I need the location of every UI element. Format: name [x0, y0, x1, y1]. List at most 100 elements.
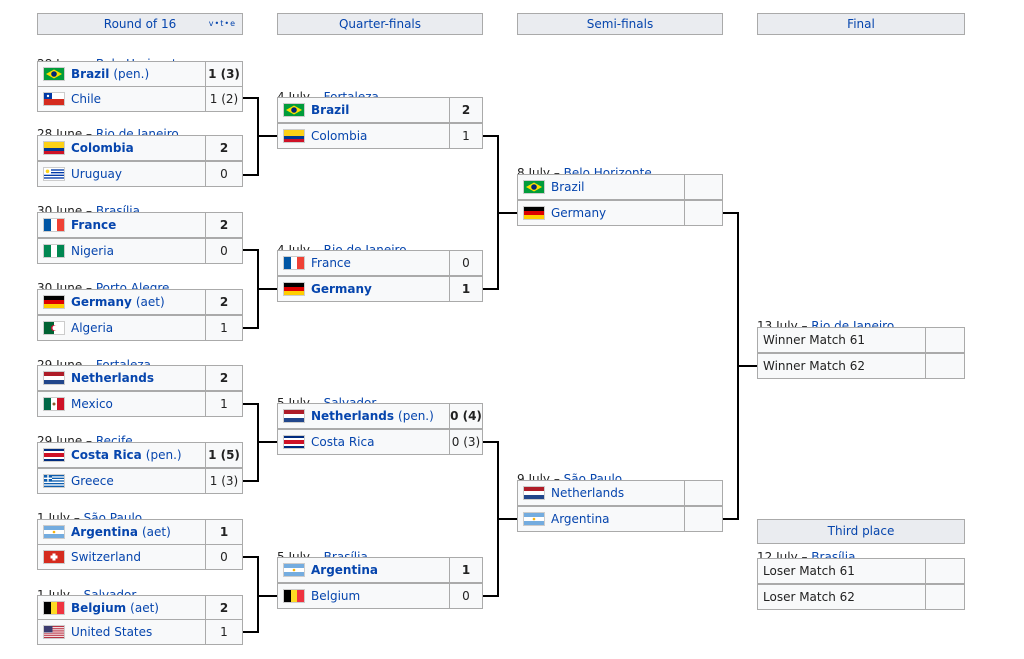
team-row: Costa Rica 0 (3)	[277, 429, 483, 455]
team-score: 1 (5)	[208, 448, 240, 462]
team-name-link[interactable]: Algeria	[71, 321, 114, 335]
team-name-link[interactable]: Colombia	[311, 129, 368, 143]
team-row: Loser Match 61	[757, 558, 965, 584]
team-cell: Nigeria	[38, 239, 206, 263]
team-name-link[interactable]: Brazil	[71, 67, 110, 81]
team-cell: Colombia	[278, 124, 450, 148]
result-note: (aet)	[135, 295, 165, 309]
team-row: Costa Rica(pen.)1 (5)	[37, 442, 243, 468]
third-place-header[interactable]: Third place	[757, 519, 965, 544]
placeholder-team: Winner Match 61	[763, 333, 865, 347]
team-name-link[interactable]: Argentina	[311, 563, 378, 577]
vte-links[interactable]: v•t•e	[208, 19, 236, 28]
result-note: (aet)	[130, 601, 159, 615]
team-score: 1	[461, 563, 471, 577]
team-cell: France	[278, 251, 450, 275]
team-name-link[interactable]: Uruguay	[71, 167, 122, 181]
bracket-connector	[243, 556, 259, 633]
germany-flag-icon	[43, 295, 65, 309]
netherlands-flag-icon	[283, 409, 305, 423]
team-name-link[interactable]: France	[71, 218, 117, 232]
team-name-link[interactable]: Mexico	[71, 397, 113, 411]
round-of-16-header: Round of 16 v•t•e	[37, 13, 243, 35]
team-name-link[interactable]: Germany	[71, 295, 132, 309]
final-header[interactable]: Final	[757, 13, 965, 35]
team-row: Germany	[517, 200, 723, 226]
team-name-link[interactable]: Colombia	[71, 141, 134, 155]
team-score	[685, 507, 722, 531]
team-score: 0	[220, 550, 228, 564]
team-row: Winner Match 61	[757, 327, 965, 353]
team-row: Netherlands(pen.)0 (4)	[277, 403, 483, 429]
team-row: Germany(aet)2	[37, 289, 243, 315]
team-name-link[interactable]: Netherlands	[551, 486, 625, 500]
argentina-flag-icon	[43, 525, 65, 539]
team-name-link[interactable]: Belgium	[71, 601, 127, 615]
team-name-link[interactable]: Switzerland	[71, 550, 141, 564]
colombia-flag-icon	[43, 141, 65, 155]
team-cell: Colombia	[38, 136, 206, 160]
team-name-link[interactable]: Brazil	[311, 103, 350, 117]
team-name-link[interactable]: France	[311, 256, 351, 270]
team-name-link[interactable]: Greece	[71, 474, 114, 488]
france-flag-icon	[43, 218, 65, 232]
bracket-connector	[483, 441, 499, 597]
costarica-flag-icon	[43, 448, 65, 462]
team-score: 2	[219, 601, 229, 615]
team-cell: Greece	[38, 469, 206, 493]
germany-flag-icon	[283, 282, 305, 296]
team-cell: Chile	[38, 87, 206, 111]
team-score: 0 (4)	[450, 409, 482, 423]
team-cell: Uruguay	[38, 162, 206, 186]
team-name-link[interactable]: Brazil	[551, 180, 585, 194]
team-name-link[interactable]: Argentina	[551, 512, 610, 526]
team-row: Winner Match 62	[757, 353, 965, 379]
team-score: 0	[220, 244, 228, 258]
team-row: Belgium(aet) 2	[37, 595, 243, 621]
team-cell: Netherlands	[518, 481, 685, 505]
usa-flag-icon	[43, 625, 65, 639]
team-name-link[interactable]: Germany	[551, 206, 607, 220]
team-name-link[interactable]: Costa Rica	[71, 448, 142, 462]
team-score	[685, 201, 722, 225]
team-cell: Germany	[278, 277, 450, 301]
belgium-flag-icon	[43, 601, 65, 615]
switzerland-flag-icon	[43, 550, 65, 564]
team-name-link[interactable]: Nigeria	[71, 244, 114, 258]
semi-finals-header[interactable]: Semi-finals	[517, 13, 723, 35]
netherlands-flag-icon	[523, 486, 545, 500]
team-name-link[interactable]: Belgium	[311, 589, 361, 603]
team-score: 1	[461, 282, 471, 296]
team-score: 0 (3)	[451, 435, 481, 449]
team-cell: Loser Match 62	[758, 585, 926, 609]
team-name-link[interactable]: Germany	[311, 282, 372, 296]
greece-flag-icon	[43, 474, 65, 488]
round-of-16-title[interactable]: Round of 16	[103, 17, 177, 31]
team-name-link[interactable]: Chile	[71, 92, 102, 106]
team-row: Germany 1	[277, 276, 483, 302]
team-name-link[interactable]: Costa Rica	[311, 435, 375, 449]
quarter-finals-header[interactable]: Quarter-finals	[277, 13, 483, 35]
team-name-link[interactable]: Netherlands	[71, 371, 155, 385]
team-cell: Brazil	[278, 98, 450, 122]
team-score: 1	[220, 625, 228, 639]
team-cell: Netherlands(pen.)	[278, 404, 450, 428]
team-cell: Winner Match 62	[758, 354, 926, 378]
brazil-flag-icon	[43, 67, 65, 81]
team-cell: United States	[38, 620, 206, 644]
team-row: Netherlands	[517, 480, 723, 506]
team-name-link[interactable]: Netherlands	[311, 409, 395, 423]
placeholder-team: Winner Match 62	[763, 359, 865, 373]
team-name-link[interactable]: Argentina	[71, 525, 138, 539]
team-name-link[interactable]: United States	[71, 625, 153, 639]
team-row: United States 1	[37, 619, 243, 645]
